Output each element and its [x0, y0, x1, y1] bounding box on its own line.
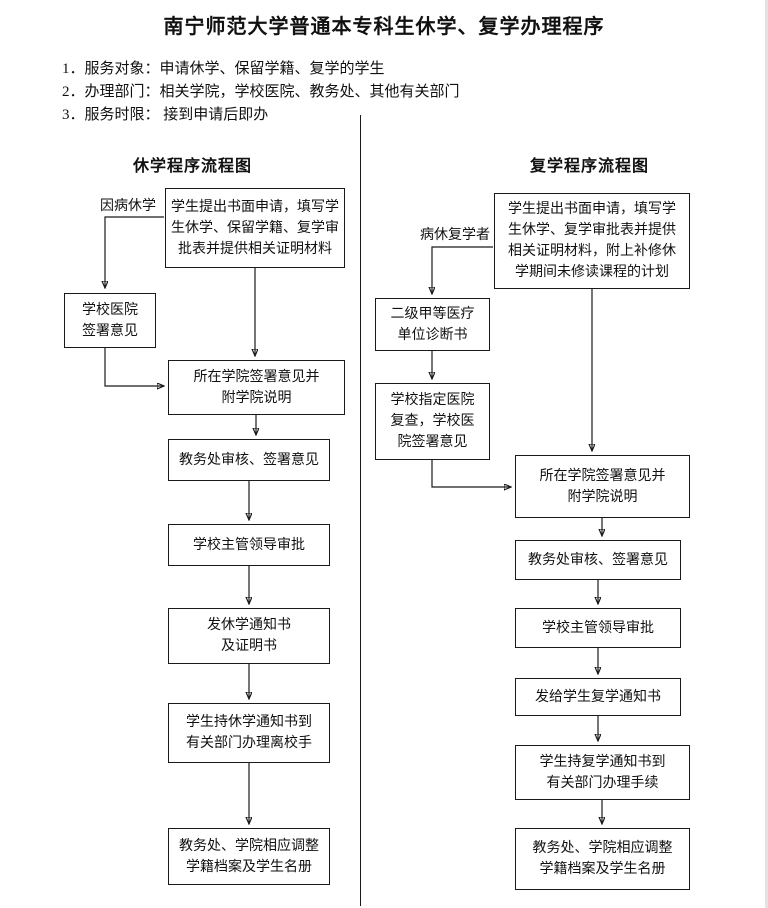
vertical-divider [360, 115, 361, 906]
flow-box-resume-notice: 发给学生复学通知书 [515, 678, 681, 716]
flow-box-leave-notice: 发休学通知书 及证明书 [168, 608, 330, 664]
flow-box-right-adjust-records: 教务处、学院相应调整 学籍档案及学生名册 [515, 828, 690, 890]
flow-box-resume-procedures: 学生持复学通知书到 有关部门办理手续 [515, 745, 690, 800]
left-chart-title: 休学程序流程图 [133, 158, 253, 175]
flow-box-leave-procedures: 学生持休学通知书到 有关部门办理离校手 [168, 703, 330, 763]
scan-edge-artifact [765, 0, 768, 908]
info-service-target: 1．服务对象：申请休学、保留学籍、复学的学生 [62, 61, 385, 77]
info-time-limit: 3．服务时限： 接到申请后即办 [62, 107, 269, 123]
flow-box-leave-apply: 学生提出书面申请，填写学 生休学、保留学籍、复学审 批表并提供相关证明材料 [165, 188, 345, 268]
flow-box-hospital-recheck: 学校指定医院 复查，学校医 院签署意见 [375, 383, 490, 460]
right-branch-label: 病休复学者 [420, 228, 490, 243]
page-title: 南宁师范大学普通本专科生休学、复学办理程序 [163, 16, 605, 38]
info-departments: 2．办理部门：相关学院，学校医院、教务处、其他有关部门 [62, 84, 460, 100]
flow-box-right-college-sign: 所在学院签署意见并 附学院说明 [515, 455, 690, 518]
flow-box-left-adjust-records: 教务处、学院相应调整 学籍档案及学生名册 [168, 828, 330, 885]
flow-box-left-leader-approve: 学校主管领导审批 [168, 524, 330, 566]
arrow-right-branch-to-diagnosis [432, 246, 493, 294]
flow-box-left-college-sign: 所在学院签署意见并 附学院说明 [168, 360, 345, 415]
info-list: 1．服务对象：申请休学、保留学籍、复学的学生 2．办理部门：相关学院，学校医院、… [62, 58, 460, 127]
arrow-hospital-to-college [104, 348, 164, 386]
flow-box-school-hospital: 学校医院 签署意见 [64, 293, 156, 348]
arrow-recheck-to-college [431, 460, 511, 487]
flow-box-right-academic-review: 教务处审核、签署意见 [515, 540, 681, 580]
flow-box-right-leader-approve: 学校主管领导审批 [515, 608, 681, 648]
left-branch-label: 因病休学 [100, 199, 156, 214]
right-chart-title: 复学程序流程图 [530, 158, 650, 175]
flow-box-resume-apply: 学生提出书面申请，填写学 生休学、复学审批表并提供 相关证明材料，附上补修休 学… [494, 193, 690, 289]
flow-box-diagnosis: 二级甲等医疗 单位诊断书 [375, 298, 490, 351]
arrow-left-branch-to-hospital [105, 216, 164, 288]
flow-box-left-academic-review: 教务处审核、签署意见 [168, 439, 330, 481]
